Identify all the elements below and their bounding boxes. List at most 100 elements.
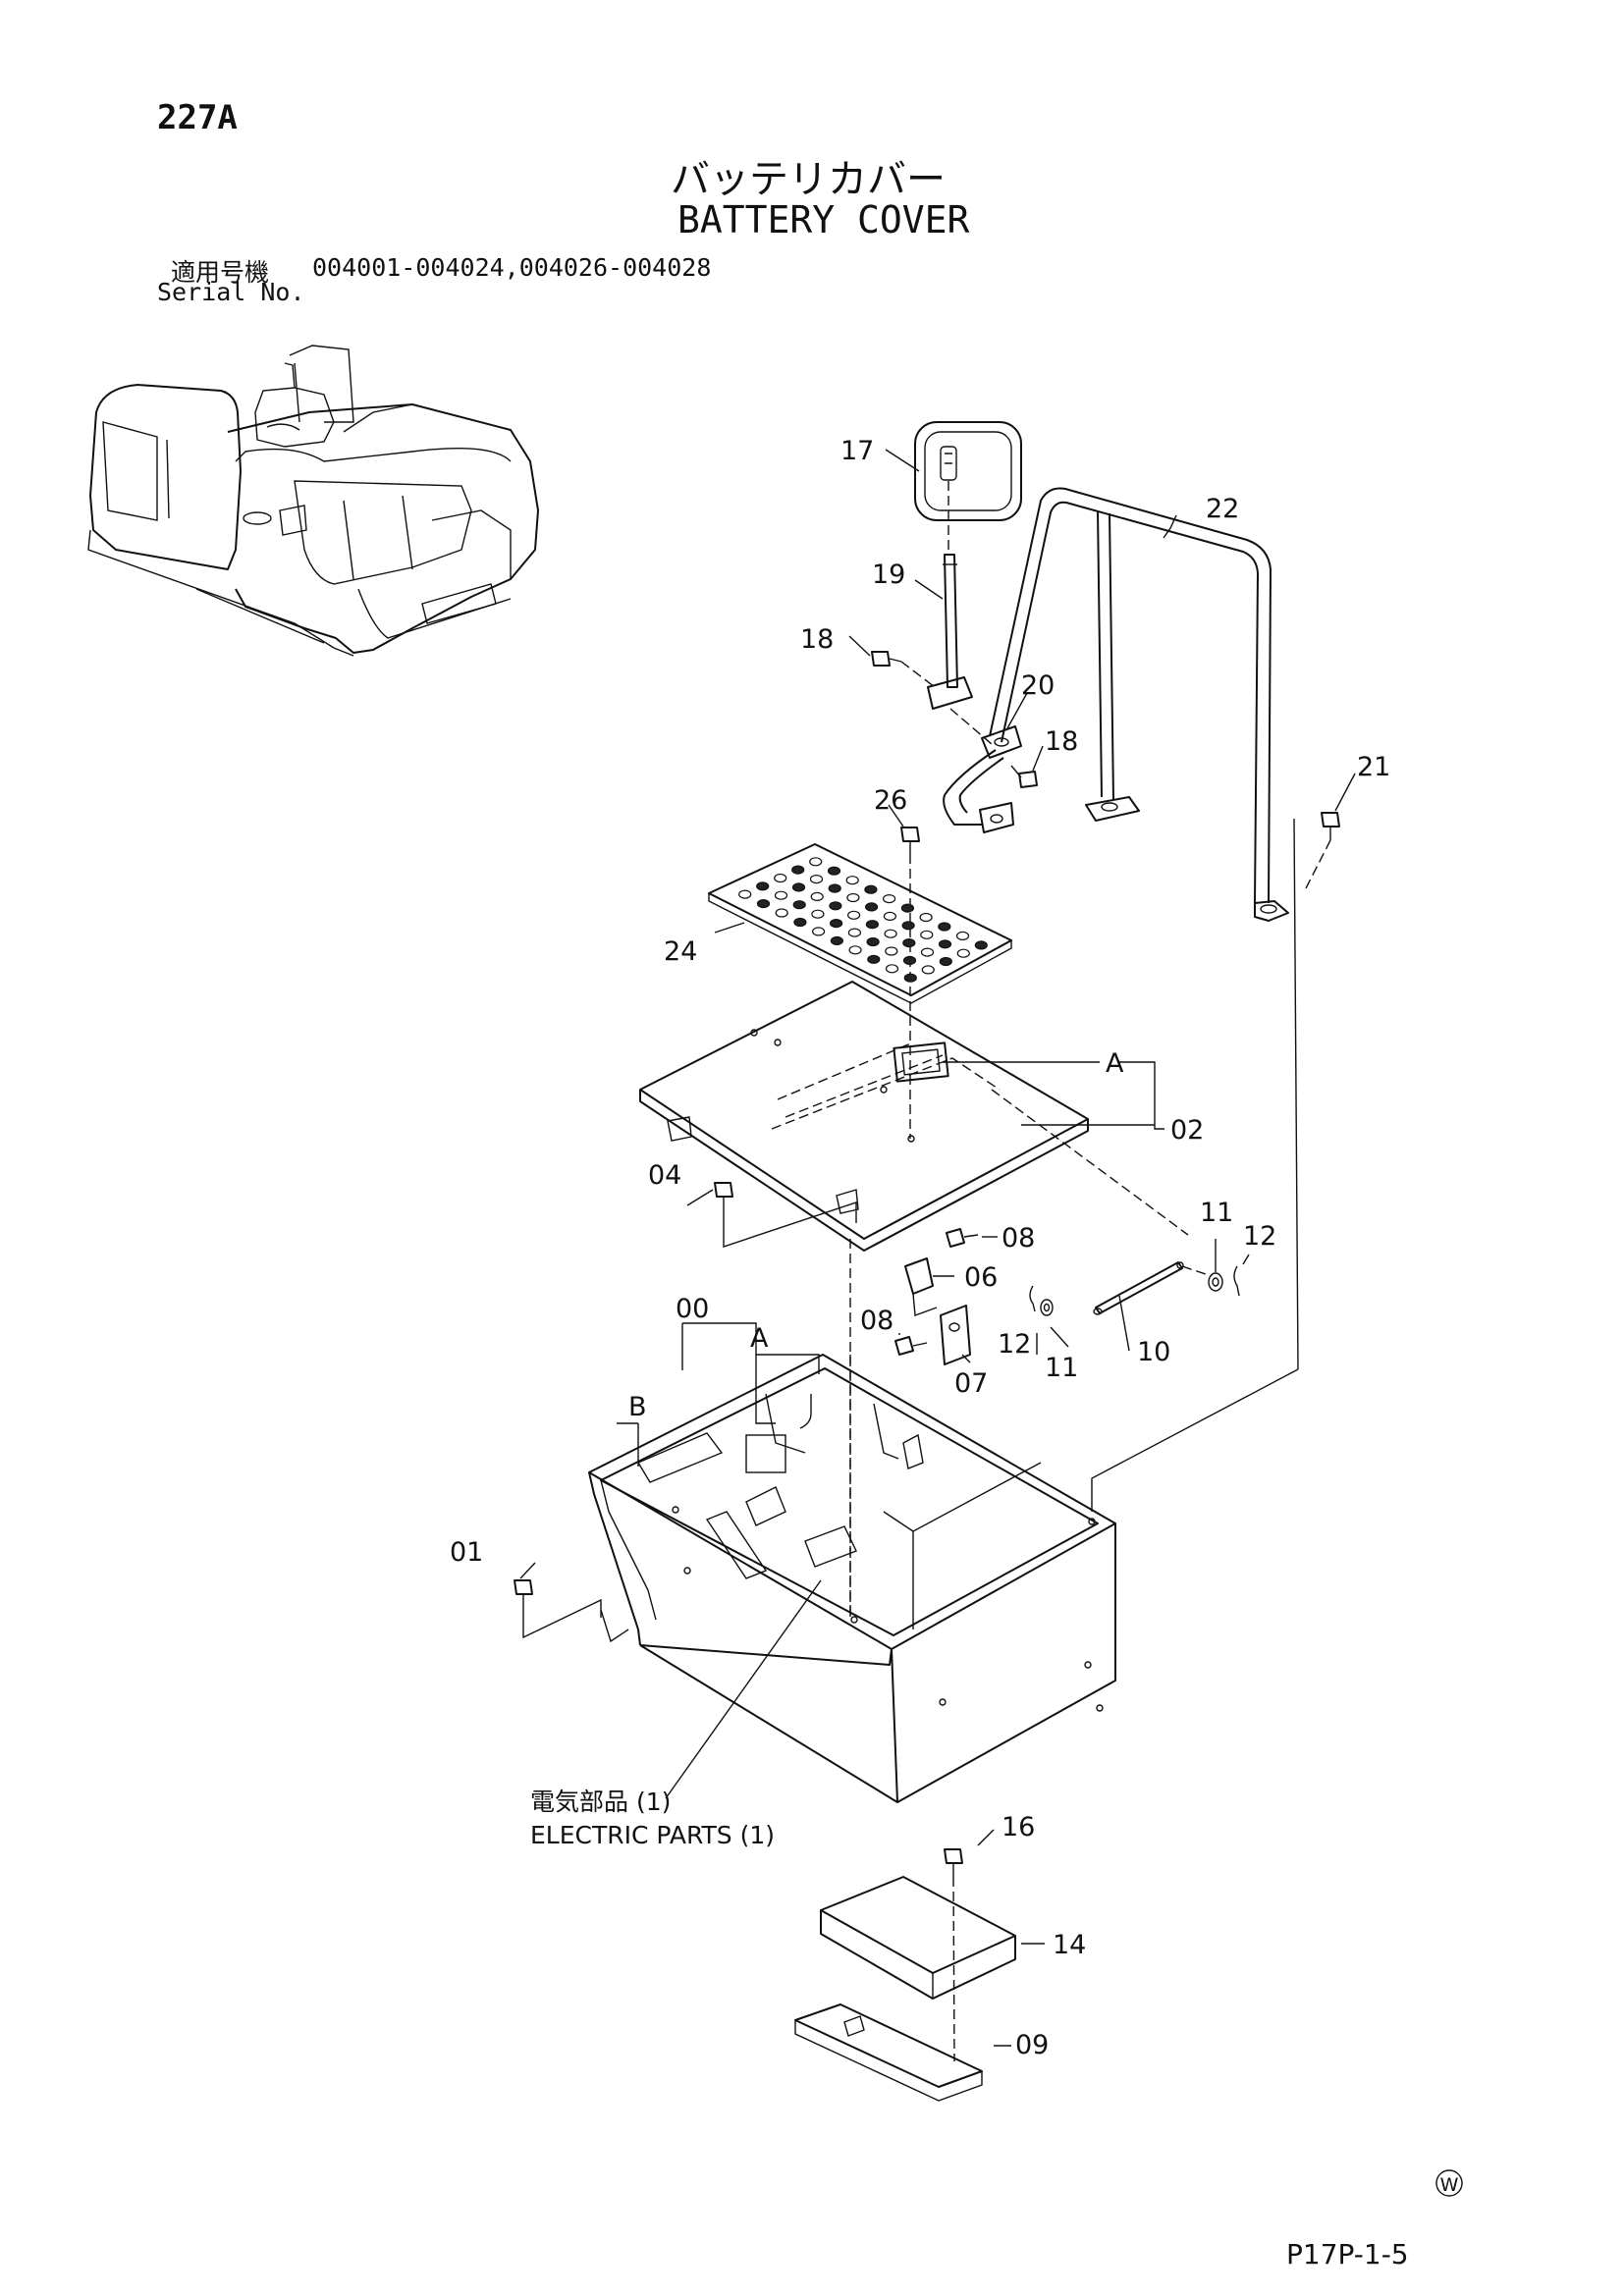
callout-12-lower: 12 (998, 1329, 1031, 1360)
part-01-bolt (514, 1579, 602, 1639)
mat-hole (867, 954, 881, 964)
part-16-bolt (944, 1848, 963, 2062)
callout-00: 00 (676, 1294, 709, 1324)
mat-hole (865, 920, 880, 930)
mat-hole (845, 876, 859, 885)
mat-hole (827, 866, 841, 876)
mat-hole (903, 973, 917, 983)
callout-18-lower: 18 (1045, 726, 1078, 757)
mat-hole (938, 939, 952, 949)
serial-label-english: Serial No. (157, 278, 305, 306)
callout-a-cover: A (1106, 1048, 1124, 1079)
part-10-stay-rod (1093, 1261, 1213, 1315)
mat-hole (883, 911, 897, 922)
mat-hole (791, 865, 805, 875)
part-17-mirror (914, 421, 1022, 555)
callout-06: 06 (964, 1262, 998, 1293)
mat-hole (884, 929, 897, 938)
callout-b: B (628, 1392, 647, 1422)
leader-lines (519, 449, 1356, 2047)
title-japanese: バッテリカバー (671, 157, 946, 202)
mat-hole (774, 873, 787, 883)
part-21-bolt (1305, 812, 1340, 889)
mat-hole (921, 965, 935, 975)
mat-hole (885, 946, 898, 956)
callout-08-upper: 08 (1001, 1223, 1035, 1254)
callout-16: 16 (1001, 1812, 1035, 1842)
mat-hole (811, 927, 826, 936)
mat-hole (900, 903, 915, 913)
serial-label-japanese: 適用号機 (171, 258, 270, 287)
mat-hole (902, 955, 917, 966)
callout-20: 20 (1021, 670, 1055, 701)
mat-hole (756, 881, 770, 891)
mat-holes (738, 857, 988, 983)
callout-12-upper: 12 (1243, 1221, 1276, 1252)
callout-09: 09 (1015, 2030, 1049, 2060)
callout-11-lower: 11 (1045, 1353, 1078, 1383)
part-18-bolts (871, 651, 1038, 788)
callout-11-upper: 11 (1200, 1198, 1233, 1228)
mat-hole (811, 909, 825, 919)
callout-14: 14 (1053, 1930, 1086, 1960)
mat-hole (974, 940, 988, 950)
callout-18-upper: 18 (800, 624, 834, 655)
part-11-washers (1040, 1272, 1223, 1316)
mat-hole (902, 937, 916, 948)
callout-26: 26 (874, 785, 907, 816)
mat-hole (809, 874, 824, 884)
mat-hole (738, 889, 752, 899)
mat-hole (810, 891, 824, 902)
mat-hole (829, 901, 842, 911)
mat-hole (882, 893, 896, 904)
callout-07: 07 (954, 1368, 988, 1399)
part-07-latch-plate (940, 1305, 971, 1365)
mat-hole (846, 892, 860, 903)
mat-hole (756, 898, 771, 909)
callout-19: 19 (872, 560, 905, 590)
mat-hole (956, 948, 970, 958)
part-14-tray (820, 1876, 1016, 2000)
mat-hole (846, 910, 861, 920)
callout-17: 17 (840, 436, 874, 466)
mat-hole (920, 947, 935, 957)
part-12-pins (1029, 1265, 1240, 1312)
part-00-battery-box (588, 1354, 1299, 1803)
part-24-mat (708, 843, 1012, 1004)
part-08-bolts (894, 1228, 979, 1356)
callout-a-box: A (750, 1323, 769, 1354)
electric-parts-note: 電気部品 (1) ELECTRIC PARTS (1) (530, 1788, 775, 1849)
mat-hole (920, 930, 934, 939)
mat-hole (809, 857, 823, 867)
mat-hole (939, 956, 952, 967)
callout-01: 01 (450, 1537, 483, 1568)
electric-parts-label-japanese: 電気部品 (1) (530, 1788, 671, 1816)
mat-hole (885, 964, 899, 974)
title-english: BATTERY COVER (677, 198, 970, 241)
part-20-bracket (943, 725, 1022, 833)
callout-08-lower: 08 (860, 1306, 893, 1336)
callout-labels: 17 22 19 18 20 18 21 26 24 A 02 04 08 11… (450, 436, 1390, 2060)
part-09-bracket (794, 2003, 983, 2102)
w-mark-circle (1435, 2169, 1463, 2197)
electric-parts-label-english: ELECTRIC PARTS (1) (530, 1821, 775, 1849)
callout-10: 10 (1137, 1337, 1170, 1367)
mat-hole (866, 936, 880, 947)
mat-hole (847, 928, 862, 937)
part-26-bolt (900, 827, 920, 1139)
mat-hole (864, 902, 879, 912)
callout-24: 24 (664, 936, 697, 967)
serial-range: 004001-004024,004026-004028 (312, 253, 712, 282)
callout-21: 21 (1357, 752, 1390, 782)
mat-hole (901, 921, 915, 931)
mat-hole (791, 882, 806, 892)
machine-overview-drawing (87, 345, 539, 657)
mat-hole (830, 935, 844, 946)
footer: W P17P-1-5 (1286, 2169, 1463, 2270)
part-19-mirror-stay (927, 554, 993, 745)
mat-hole (864, 884, 878, 894)
page-code: P17P-1-5 (1286, 2238, 1409, 2270)
callout-02: 02 (1170, 1115, 1204, 1146)
mat-hole (793, 917, 807, 928)
mat-hole (829, 918, 843, 929)
